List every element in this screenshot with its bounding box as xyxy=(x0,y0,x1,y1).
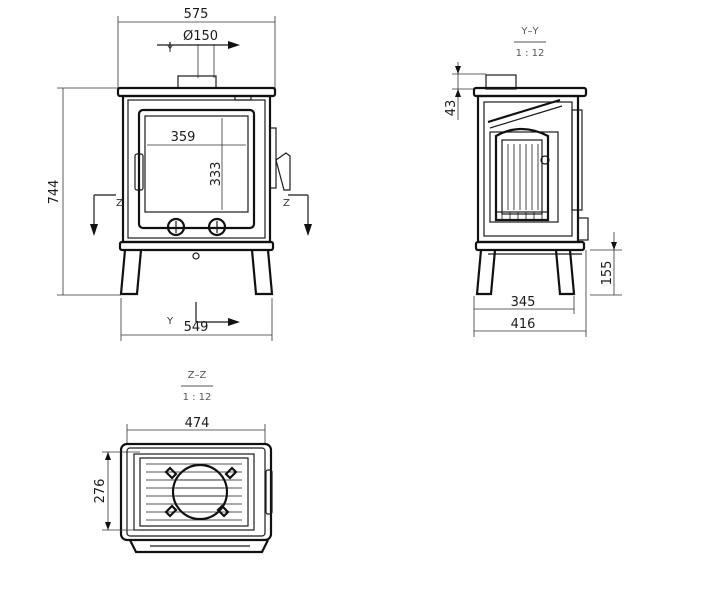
section-zz-title: Z–Z xyxy=(188,370,207,381)
side-handle xyxy=(275,152,291,191)
side-leg-back xyxy=(475,249,497,296)
section-yy-title: Y–Y xyxy=(520,26,539,37)
section-marker-y-bottom: Y xyxy=(166,316,174,327)
side-leg-front xyxy=(554,249,576,296)
dim-flue-diameter: Ø150 xyxy=(183,29,218,44)
leg-left xyxy=(119,249,143,296)
dim-top-depth: 276 xyxy=(93,479,108,504)
section-y-y: Y–Y 1 : 12 43 xyxy=(444,26,622,337)
section-yy-scale: 1 : 12 xyxy=(516,48,545,59)
dim-glass-height: 333 xyxy=(209,162,224,187)
leg-right xyxy=(250,249,274,296)
section-z-z: Z–Z 1 : 12 474 xyxy=(93,370,273,554)
section-marker-z-right: Z xyxy=(283,198,290,209)
dim-overall-height: 744 xyxy=(47,180,62,205)
stove-base xyxy=(118,240,275,252)
dim-leg-height: 155 xyxy=(600,261,615,286)
riddling-grate xyxy=(171,463,229,521)
side-firebox-arch xyxy=(494,127,550,222)
dim-side-top-offset: 43 xyxy=(444,100,459,117)
air-control-right xyxy=(207,217,227,237)
flue-collar xyxy=(177,75,217,89)
front-view: 575 Y Ø150 359 333 xyxy=(47,7,312,341)
top-plate xyxy=(116,86,277,98)
section-marker-z-left: Z xyxy=(116,198,123,209)
dim-base-width: 549 xyxy=(184,320,209,335)
door-glass xyxy=(144,115,249,213)
plan-front-lip xyxy=(129,539,269,554)
door-handle xyxy=(134,153,144,191)
dim-overall-width: 575 xyxy=(184,7,209,22)
dim-side-depth-overall: 416 xyxy=(511,317,536,332)
section-zz-scale: 1 : 12 xyxy=(183,392,212,403)
plan-body xyxy=(119,442,273,542)
dim-top-width: 474 xyxy=(185,416,210,431)
section-marker-y-top: Y xyxy=(166,44,174,55)
dim-glass-width: 359 xyxy=(171,130,196,145)
stove-door xyxy=(137,108,256,230)
dim-side-depth-inner: 345 xyxy=(511,295,536,310)
air-control-left xyxy=(166,217,186,237)
